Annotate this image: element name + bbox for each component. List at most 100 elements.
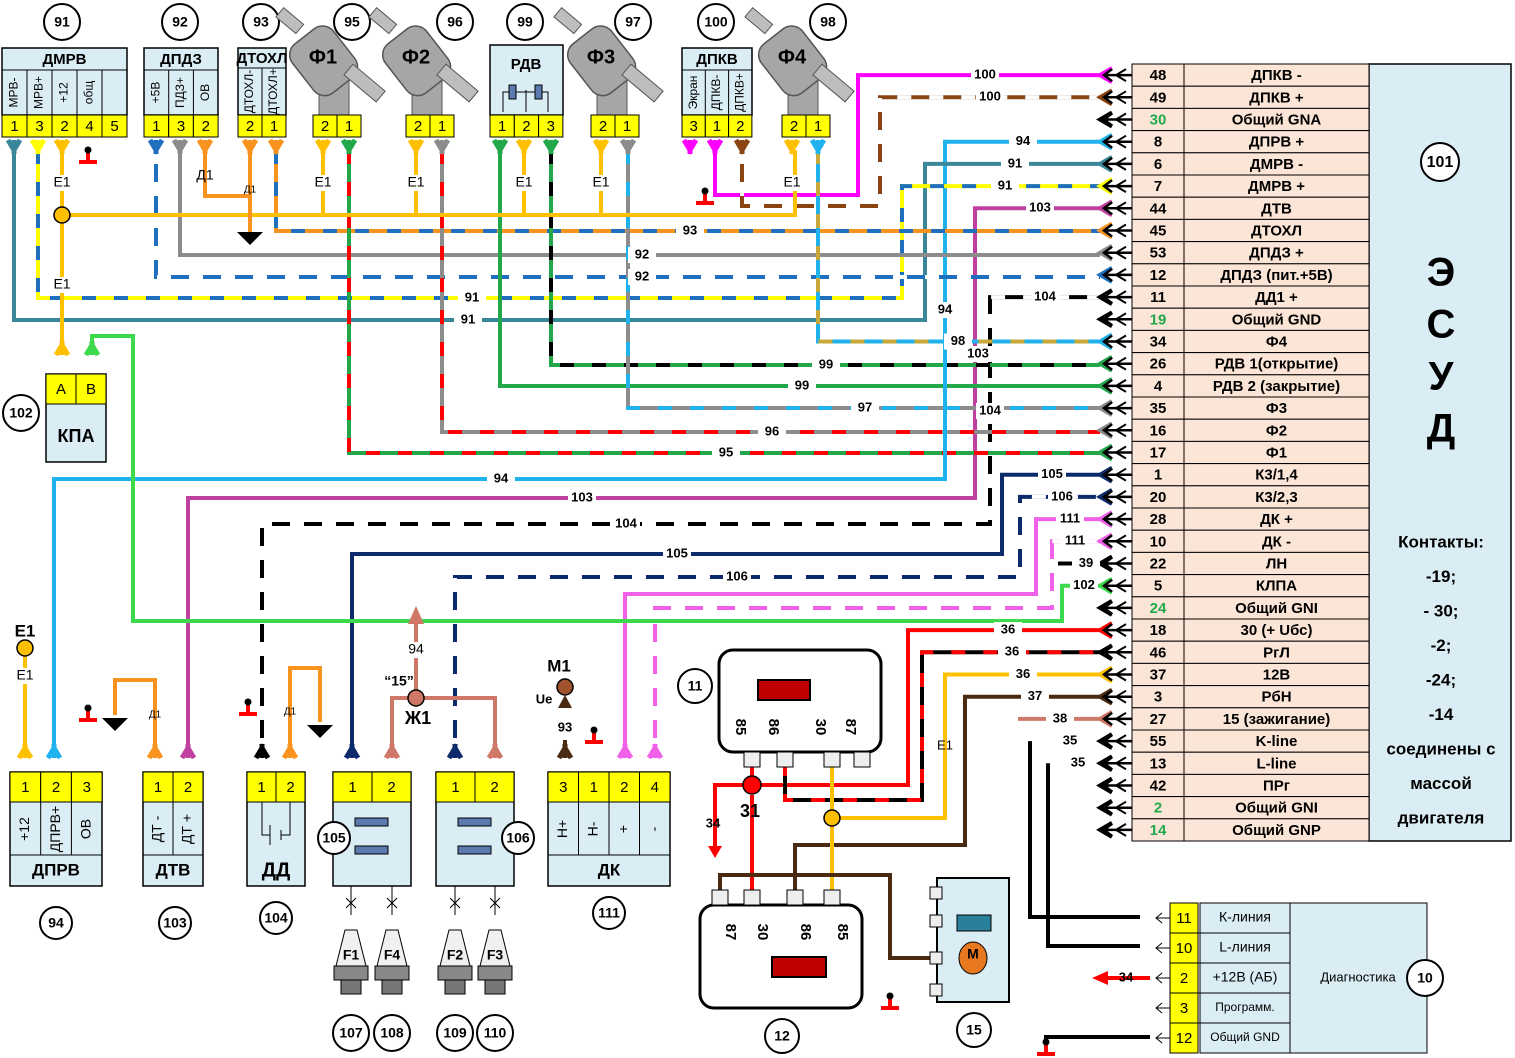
wire-95-f1-stripe — [347, 150, 1100, 455]
node-e1-label: E1 — [937, 737, 953, 752]
connector-fork — [340, 138, 358, 155]
diagnostics-title: Диагностика — [1320, 969, 1396, 984]
ecu-note-line: двигателя — [1398, 808, 1485, 827]
ecu-pin-name: ДД1 + — [1255, 289, 1298, 306]
connector-arrow — [1096, 776, 1114, 795]
component-number-circle — [1406, 959, 1444, 997]
connector-fork — [343, 743, 361, 760]
wire-number-label: 91 — [461, 311, 475, 326]
ecu-pin-name: Ф3 — [1266, 400, 1287, 417]
ecu-pin-name: ДПРВ + — [1249, 134, 1304, 151]
ecu-pin-number: 7 — [1154, 178, 1162, 195]
ecu-pin-arrow — [1101, 134, 1132, 149]
wire-label-bg — [723, 569, 751, 585]
ground-icon — [1037, 1044, 1055, 1056]
pin-number: 2 — [736, 118, 744, 135]
connector-fork — [5, 138, 23, 155]
ecu-pin-arrow — [1101, 623, 1132, 638]
pin-label: ДПКВ+ — [732, 73, 746, 112]
node-e1-label: E1 — [314, 174, 331, 190]
ecu-pin-name: ДПКВ + — [1249, 89, 1304, 106]
diag-pin-arrow — [1155, 912, 1170, 924]
connector-fork — [314, 138, 332, 155]
ground-icon — [79, 710, 97, 722]
spark-plug-label: F4 — [384, 947, 401, 963]
ecu-pin-arrow — [1101, 689, 1132, 704]
pin-number: 3 — [83, 779, 91, 796]
wire-104-dd-stripe — [260, 295, 1100, 752]
ecu-pin-number: 34 — [1150, 333, 1167, 350]
pin-label: Н- — [584, 821, 600, 836]
connector-arrow — [1096, 821, 1114, 839]
wire-number-label: 103 — [571, 489, 593, 504]
relay-pin-label: 86 — [765, 719, 782, 736]
component-title: ДК — [598, 860, 621, 879]
component-number: 106 — [506, 830, 530, 846]
component-title: ДТОХЛ — [236, 50, 287, 67]
ecu-pin-number: 28 — [1150, 511, 1167, 528]
junction-e1 — [53, 206, 71, 224]
diag-pin-name: Общий GND — [1210, 1030, 1280, 1044]
wire-label-bg — [712, 445, 740, 461]
pin-number: 2 — [60, 118, 68, 135]
hv-cross — [489, 897, 501, 909]
ecu-pin-arrow — [1101, 423, 1132, 438]
ecu-pin-name: РДВ 2 (закрытие) — [1213, 378, 1340, 395]
connector-fork — [253, 743, 271, 760]
wire-number-label: 35 — [1063, 733, 1077, 748]
pin-number: 2 — [321, 118, 329, 135]
diag-pin-number: 3 — [1180, 1000, 1188, 1017]
ecu-title-letter: У — [1429, 355, 1455, 399]
wire-arrow-down — [708, 846, 722, 858]
wire-96-f2 — [440, 150, 1100, 434]
wire-36-rgl — [783, 650, 1100, 802]
wire-label-bg — [1048, 488, 1076, 505]
pin-number: 1 — [154, 779, 162, 796]
ecu-pin-number: 24 — [1150, 600, 1167, 617]
pin-label: - — [645, 826, 661, 831]
connector-arrow — [1096, 110, 1114, 129]
wire-111-dk-minus-stripe — [653, 539, 1100, 752]
fuel-pump-module — [936, 877, 1010, 1003]
ecu-pin-arrow — [1101, 467, 1132, 482]
injector-icon — [275, 6, 386, 117]
connector-arrow — [1096, 155, 1114, 173]
node-e1-label: E1 — [592, 174, 609, 190]
connector-fork — [733, 138, 751, 155]
node-zh1-label: Ж1 — [404, 708, 431, 728]
ecu-pin-name: L-line — [1257, 755, 1297, 772]
pin-number: 1 — [590, 779, 598, 796]
spark-plug-hex — [333, 965, 369, 981]
e1-bg — [50, 277, 74, 293]
ecu-pin-arrow — [1101, 512, 1132, 527]
injector-title: Ф1 — [309, 46, 337, 68]
wire-label-bg — [628, 247, 656, 263]
wire-label-bg — [971, 67, 999, 84]
ecu-pin-arrow — [1101, 534, 1132, 549]
ecu-pin-name: 30 (+ Uбс) — [1240, 622, 1312, 639]
connector-arrow — [1096, 266, 1114, 284]
wire-number-label: 94 — [408, 641, 424, 657]
ecu-pin-arrow — [1101, 179, 1132, 194]
wire-label-bg — [1064, 755, 1092, 772]
e1-bg — [780, 175, 804, 191]
pin-number: 1 — [814, 118, 822, 135]
component-number-circle — [501, 821, 535, 855]
diag-pin-name: Программ. — [1215, 1000, 1275, 1014]
component-title: ДПДЗ — [160, 51, 202, 68]
pin-number: 3 — [35, 118, 43, 135]
ground-node-dot — [590, 726, 598, 734]
ecu-pin-arrow — [1101, 68, 1132, 83]
injector-title: Ф4 — [778, 46, 807, 68]
pin-number: 1 — [21, 779, 29, 796]
ecu-pin-number: 26 — [1150, 356, 1167, 373]
connector-fork — [171, 138, 189, 155]
pin-number: 2 — [286, 779, 294, 796]
diag-arrow — [1092, 971, 1108, 985]
wire-label-bg — [1056, 733, 1084, 750]
pin-cell — [70, 771, 103, 803]
component-box — [143, 47, 219, 116]
pin-cell — [101, 114, 128, 138]
component-number: 12 — [774, 1028, 790, 1044]
component-number-circle — [677, 668, 713, 704]
